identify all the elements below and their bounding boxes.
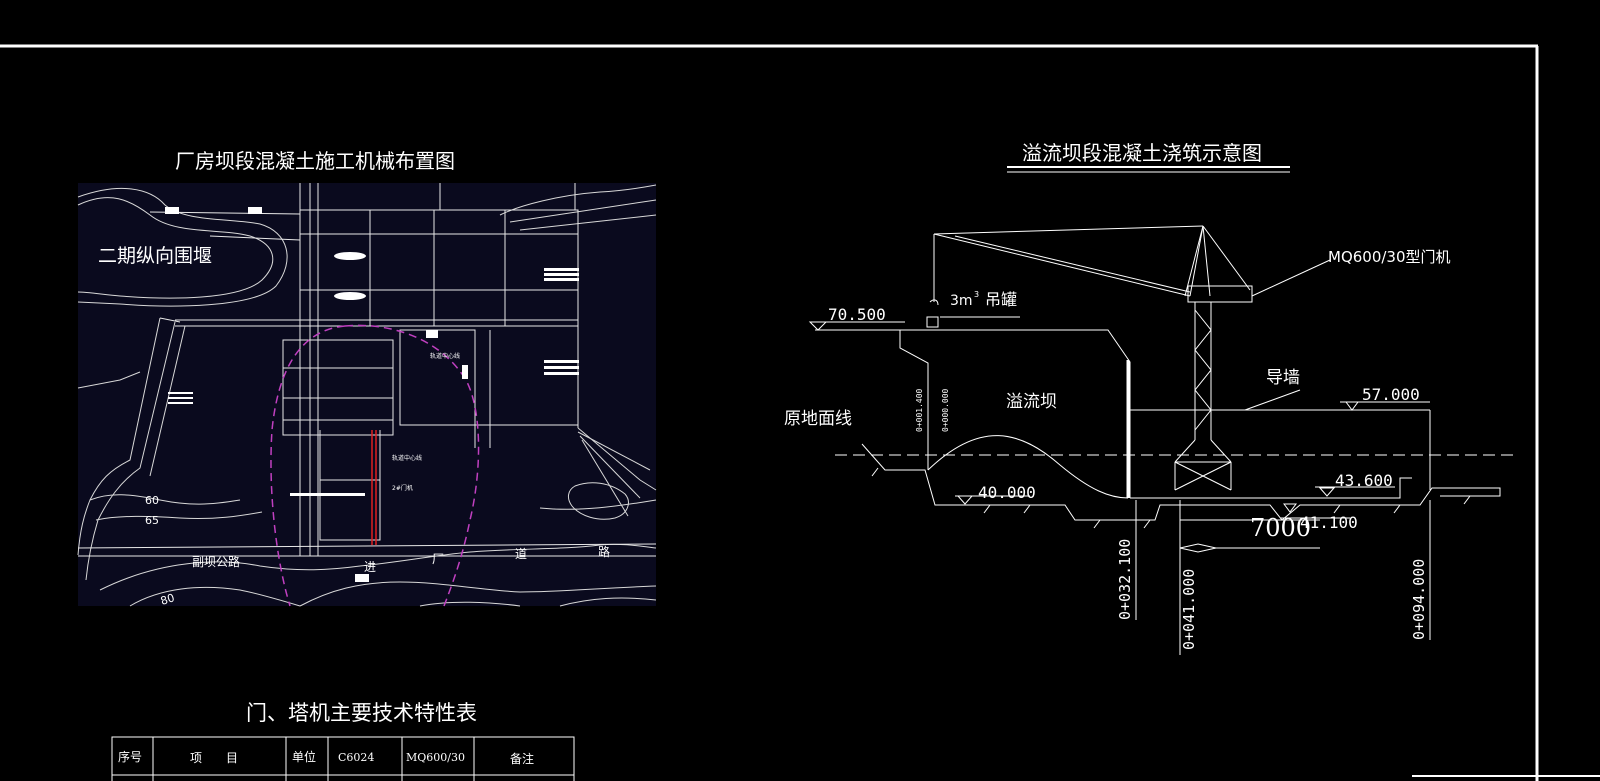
terrain-contours xyxy=(77,184,657,607)
bucket-label: 3m 3 吊罐 xyxy=(950,290,1017,309)
cofferdam-label: 二期纵向围堰 xyxy=(98,245,212,267)
table-header-item: 项 目 xyxy=(190,751,238,765)
elev-41-label: 41.100 xyxy=(1300,513,1358,532)
crane-rail-red xyxy=(371,430,377,545)
road-char-3: 道 xyxy=(515,547,527,561)
crane-type-label: MQ600/30型门机 xyxy=(1328,248,1451,266)
elev-57-label: 57.000 xyxy=(1362,385,1420,404)
spillway-dam-label: 溢流坝 xyxy=(1006,392,1057,412)
ground-line-label: 原地面线 xyxy=(784,409,852,429)
station-041: 0+041.000 xyxy=(1180,569,1198,650)
left-plan-title: 厂房坝段混凝土施工机械布置图 xyxy=(175,149,455,173)
right-section-title: 溢流坝段混凝土浇筑示意图 xyxy=(1022,141,1262,165)
contour-label-60: 60 xyxy=(145,494,159,507)
rail-note-1: 轨道中心线 xyxy=(430,352,460,360)
ground-hatches xyxy=(871,467,1471,529)
dimension-7000: 7000 xyxy=(1250,514,1311,542)
crane-note: 2#门机 xyxy=(392,484,413,492)
guide-wall-label: 导墙 xyxy=(1266,368,1300,388)
station-032: 0+032.100 xyxy=(1116,539,1134,620)
road-char-4: 路 xyxy=(598,544,610,559)
table-header-mq600: MQ600/30 xyxy=(406,751,465,764)
right-section-drawing: 溢流坝段混凝土浇筑示意图 xyxy=(784,141,1515,655)
powerhouse-structure xyxy=(77,183,657,557)
elev-43-label: 43.600 xyxy=(1335,471,1393,490)
drawing-frame xyxy=(0,44,1600,781)
rail-note-2: 轨道中心线 xyxy=(392,454,422,462)
dam-section xyxy=(808,321,1501,521)
station-lines xyxy=(1135,500,1431,655)
crane-radius-dashed xyxy=(270,324,480,607)
contour-label-65: 65 xyxy=(145,514,159,527)
svg-text:3: 3 xyxy=(974,290,979,299)
station-001: 0+001.400 xyxy=(915,388,924,432)
road-char-2: 厂 xyxy=(432,552,444,566)
plan-background xyxy=(78,183,656,606)
station-094: 0+094.000 xyxy=(1410,559,1428,640)
table-header-remarks: 备注 xyxy=(510,751,534,766)
table-header-unit: 单位 xyxy=(292,749,316,764)
contour-label-80: 80 xyxy=(159,591,176,608)
spec-table: 门、塔机主要技术特性表 序号 项 目 单位 C6024 MQ600/30 备注 xyxy=(111,701,575,781)
station-000: 0+000.000 xyxy=(941,388,950,432)
equipment-marks xyxy=(165,207,579,582)
road-char-1: 进 xyxy=(364,560,376,574)
left-plan-drawing: 厂房坝段混凝土施工机械布置图 xyxy=(77,149,657,608)
table-header-index: 序号 xyxy=(118,749,142,764)
elev-40-label: 40.000 xyxy=(978,483,1036,502)
road-label-left: 副坝公路 xyxy=(192,554,240,569)
elev-70-label: 70.500 xyxy=(828,305,886,324)
table-title: 门、塔机主要技术特性表 xyxy=(246,701,477,725)
table-header-c6024: C6024 xyxy=(338,751,374,764)
svg-text:吊罐: 吊罐 xyxy=(985,290,1017,309)
svg-text:3m: 3m xyxy=(950,293,973,309)
